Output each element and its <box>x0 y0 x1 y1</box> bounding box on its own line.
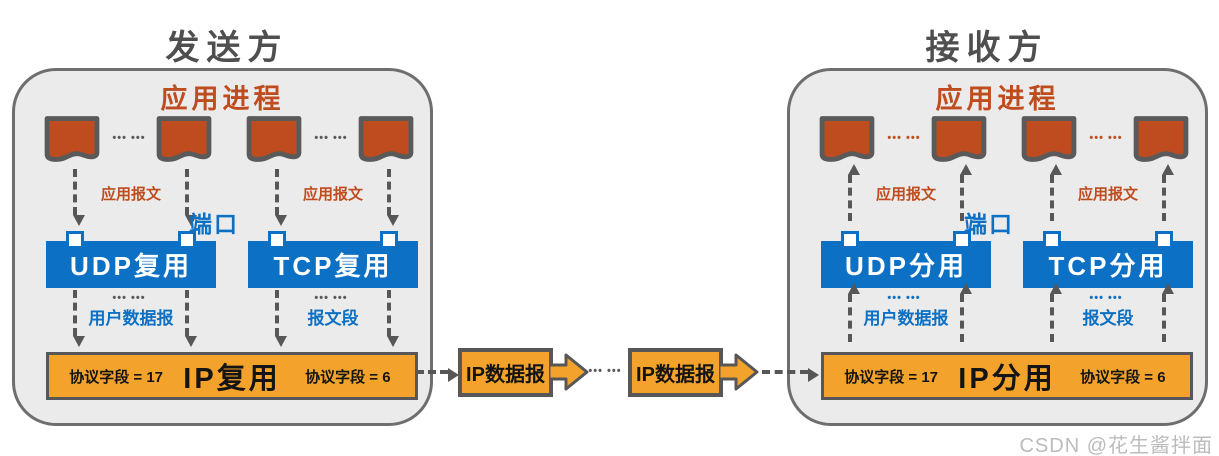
up-arrow <box>960 283 972 342</box>
tcp-demultiplex-box: TCP分用 <box>1023 231 1193 288</box>
sender-process-label: 应用进程 <box>160 84 285 114</box>
down-arrow <box>275 169 287 226</box>
right-arrow <box>762 368 819 382</box>
block-arrow-icon <box>717 353 759 391</box>
tcp-box-label: TCP分用 <box>1048 251 1168 281</box>
document-icon <box>1020 115 1078 163</box>
down-arrow <box>275 290 287 347</box>
protocol-field-udp: 协议字段 = 17 <box>69 368 164 386</box>
ellipsis-dots: ••• ••• <box>314 132 348 144</box>
port-label: 端口 <box>189 211 239 237</box>
port-label: 端口 <box>964 211 1014 237</box>
app-message-label: 应用报文 <box>302 186 363 203</box>
down-arrow <box>73 169 85 226</box>
tcp-pdu-label: 报文段 <box>1082 309 1134 328</box>
protocol-field-udp: 协议字段 = 17 <box>844 368 939 386</box>
port-square <box>268 231 286 249</box>
ip-multiplex-box: 协议字段 = 17 IP复用 协议字段 = 6 <box>46 352 418 400</box>
ip-datagram-label: IP数据报 <box>466 364 545 386</box>
receiver-title: 接收方 <box>925 29 1049 67</box>
up-arrow <box>848 283 860 342</box>
ip-demultiplex-box: 协议字段 = 17 IP分用 协议字段 = 6 <box>821 352 1193 400</box>
app-message-label: 应用报文 <box>100 186 161 203</box>
udp-box-label: UDP复用 <box>70 251 192 281</box>
udp-pdu-label: 用户数据报 <box>863 309 949 328</box>
ip-box-label: IP复用 <box>183 363 281 395</box>
receiver-process-label: 应用进程 <box>935 84 1060 114</box>
up-arrow <box>1050 164 1062 221</box>
sender-title: 发送方 <box>165 29 289 67</box>
up-arrow <box>1162 283 1174 342</box>
document-icon <box>930 115 988 163</box>
document-icon <box>43 115 101 163</box>
port-square <box>178 231 196 249</box>
csdn-watermark: CSDN @花生酱拌面 <box>1019 435 1213 456</box>
port-square <box>1043 231 1061 249</box>
udp-box-label: UDP分用 <box>845 251 967 281</box>
port-square <box>953 231 971 249</box>
down-arrow <box>387 290 399 347</box>
ellipsis-dots: ••• ••• <box>887 292 921 304</box>
up-arrow <box>1162 164 1174 221</box>
document-icon <box>155 115 213 163</box>
down-arrow <box>185 169 197 226</box>
port-square <box>1155 231 1173 249</box>
document-icon <box>818 115 876 163</box>
ellipsis-dots: ••• ••• <box>1089 292 1123 304</box>
app-message-label: 应用报文 <box>875 186 936 203</box>
ellipsis-dots: ••• ••• <box>112 132 146 144</box>
up-arrow <box>1050 283 1062 342</box>
block-arrow-icon <box>547 353 589 391</box>
ip-datagram-box: IP数据报 <box>628 348 723 397</box>
down-arrow <box>185 290 197 347</box>
down-arrow <box>73 290 85 347</box>
port-square <box>380 231 398 249</box>
udp-pdu-label: 用户数据报 <box>88 309 174 328</box>
tcp-box-label: TCP复用 <box>273 251 393 281</box>
ip-datagram-box: IP数据报 <box>458 348 553 397</box>
ellipsis-dots: ••• ••• <box>887 132 921 144</box>
ellipsis-dots: ••• ••• <box>314 292 348 304</box>
udp-multiplex-box: UDP复用 <box>46 231 216 288</box>
right-arrow <box>416 368 459 382</box>
tcp-pdu-label: 报文段 <box>307 309 359 328</box>
app-message-label: 应用报文 <box>1077 186 1138 203</box>
ip-box-label: IP分用 <box>958 363 1056 395</box>
port-square <box>841 231 859 249</box>
port-square <box>66 231 84 249</box>
receiver-container: 应用进程 ••• ••• ••• ••• 应用报文 应用报文 端口 UDP分用 … <box>787 68 1208 426</box>
document-icon <box>245 115 303 163</box>
document-icon <box>1132 115 1190 163</box>
ip-datagram-label: IP数据报 <box>636 364 715 386</box>
tcp-multiplex-box: TCP复用 <box>248 231 418 288</box>
ellipsis-dots: ••• ••• <box>588 365 622 377</box>
udp-demultiplex-box: UDP分用 <box>821 231 991 288</box>
document-icon <box>357 115 415 163</box>
ellipsis-dots: ••• ••• <box>112 292 146 304</box>
up-arrow <box>960 164 972 221</box>
sender-container: 应用进程 ••• ••• ••• ••• 应用报文 应用报文 端口 UDP复用 … <box>12 68 433 426</box>
ellipsis-dots: ••• ••• <box>1089 132 1123 144</box>
down-arrow <box>387 169 399 226</box>
protocol-field-tcp: 协议字段 = 6 <box>305 368 391 386</box>
protocol-field-tcp: 协议字段 = 6 <box>1080 368 1166 386</box>
up-arrow <box>848 164 860 221</box>
